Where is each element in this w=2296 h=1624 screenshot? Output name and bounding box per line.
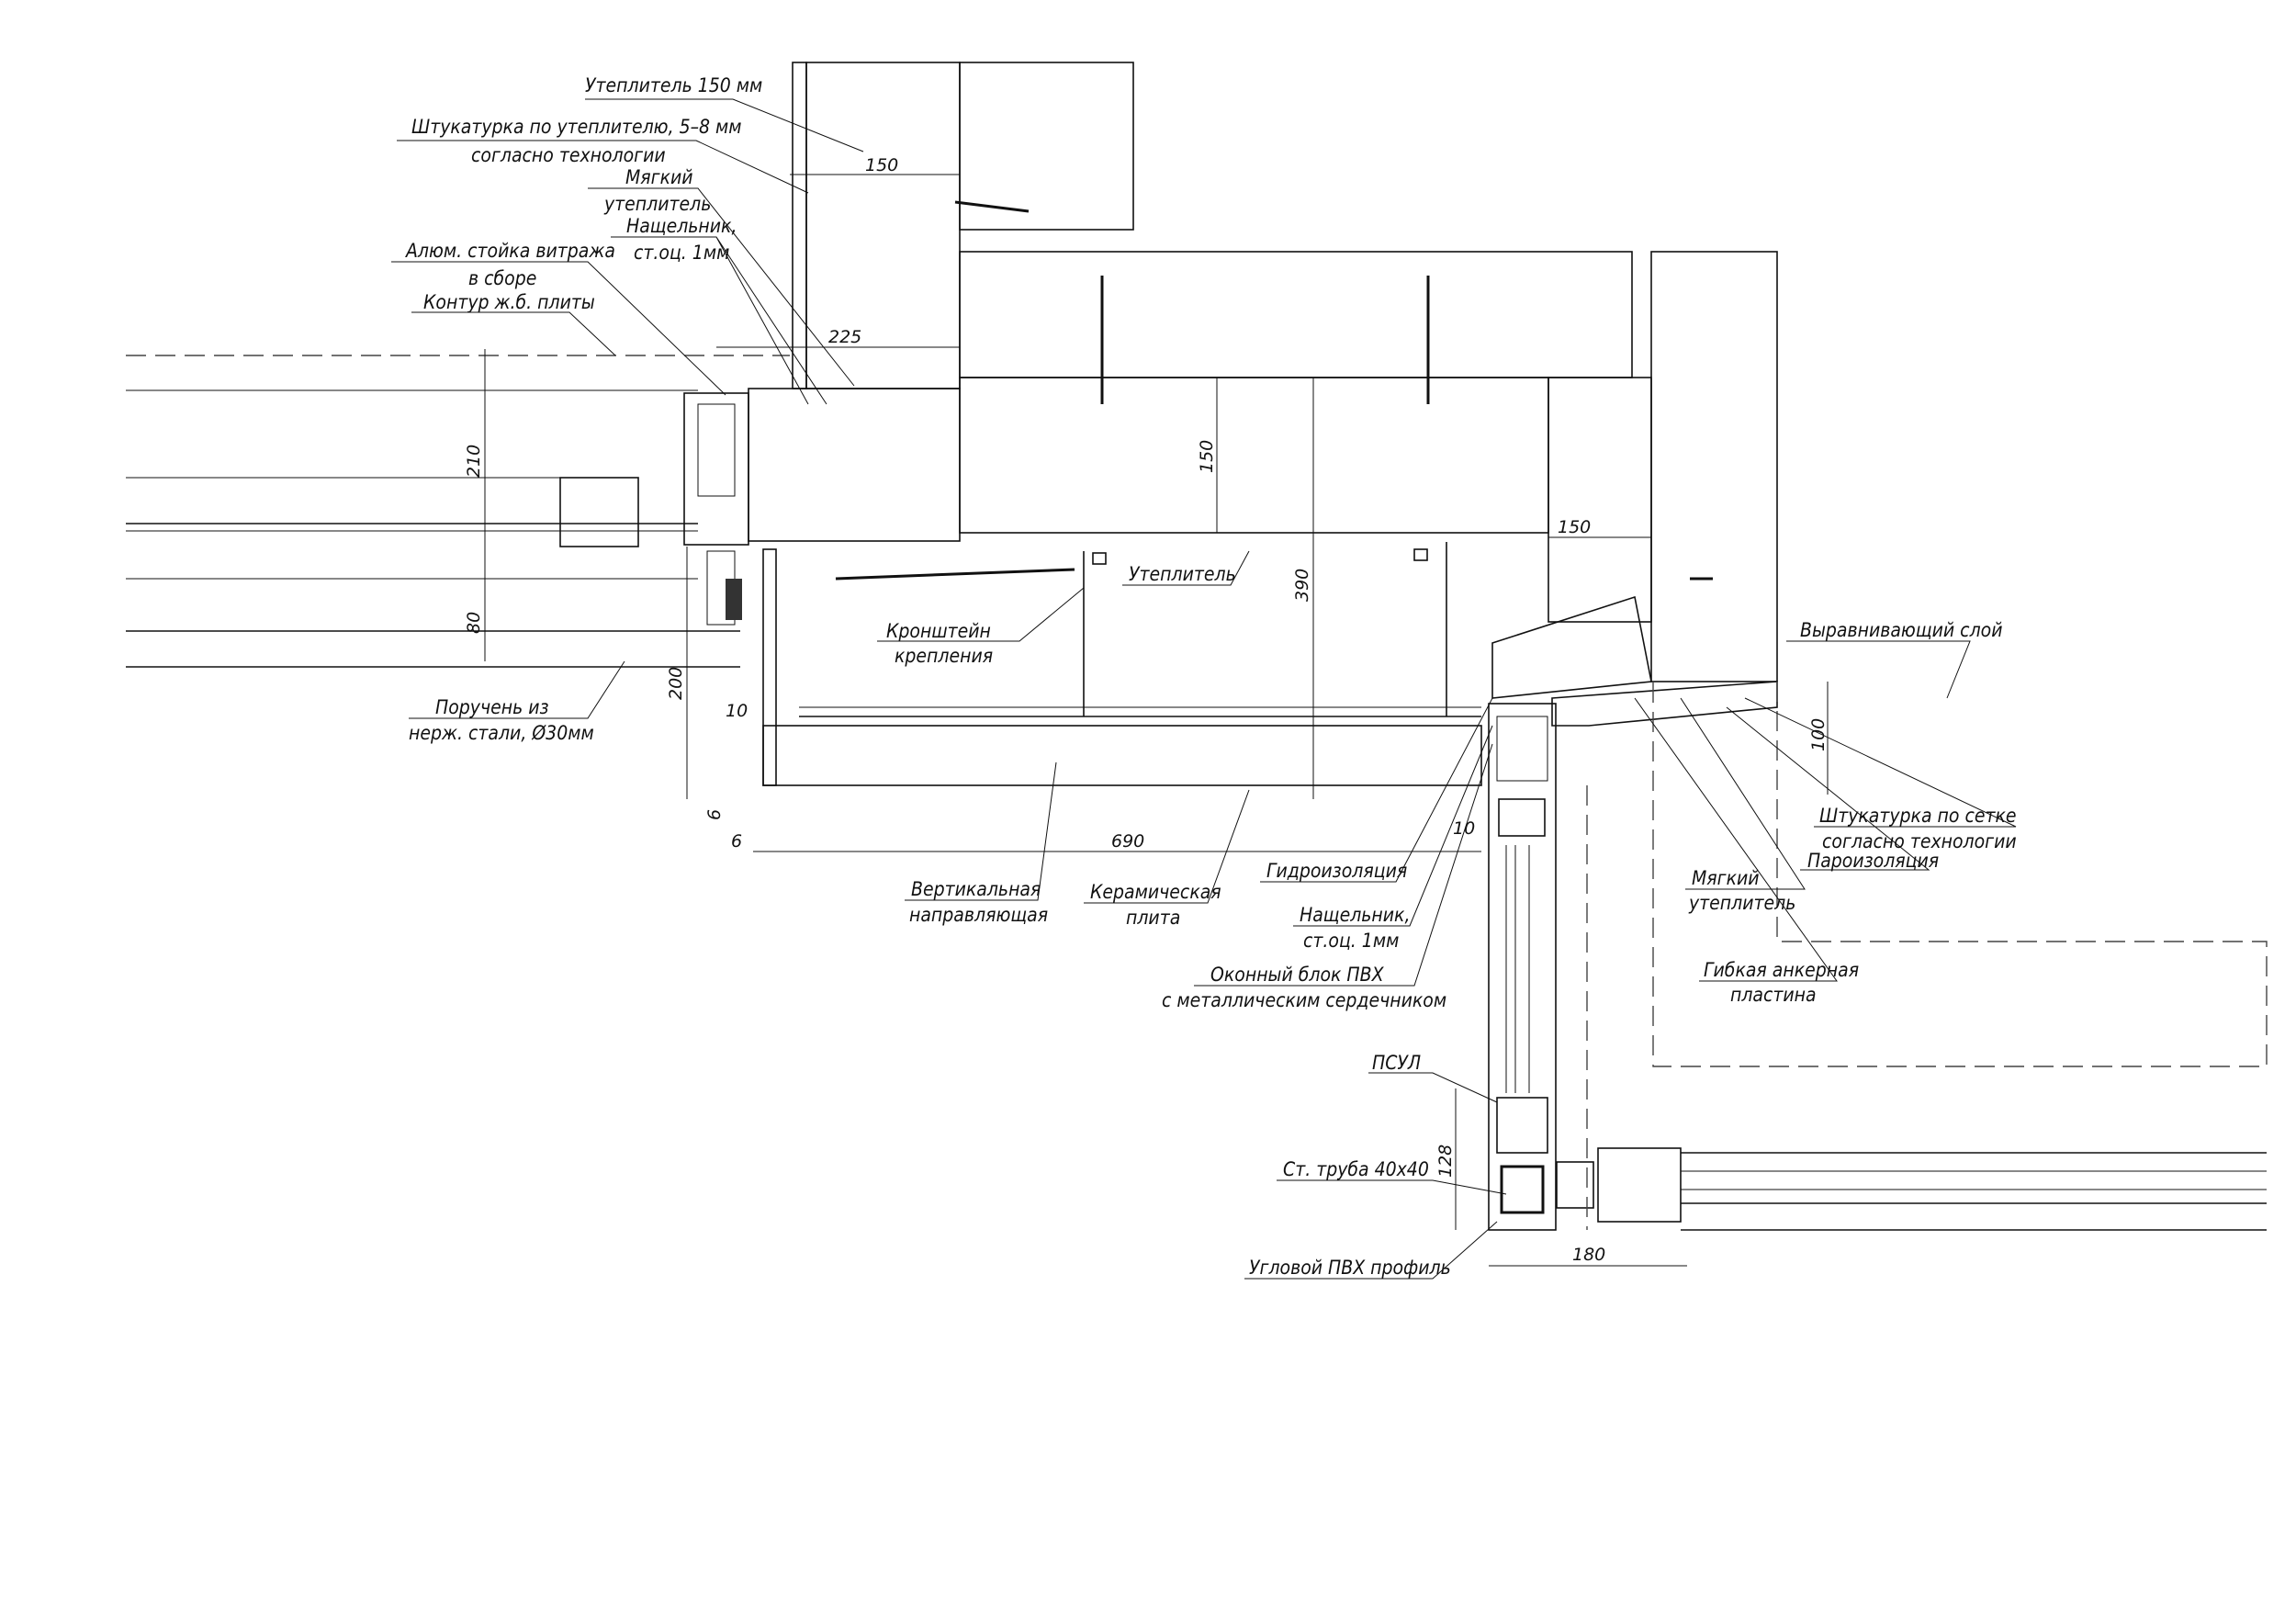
label-flashing-top-2: ст.оц. 1мм xyxy=(634,242,729,264)
label-plaster-mesh-2: согласно технологии xyxy=(1822,830,2017,852)
dim-6-b: 6 xyxy=(731,831,742,851)
label-soft-insulation: Мягкий xyxy=(1692,867,1760,889)
label-vertical-rail-2: направляющая xyxy=(909,904,1048,926)
label-anchor-plate-2: пластина xyxy=(1730,984,1817,1006)
label-steel-tube: Ст. труба 40х40 xyxy=(1283,1158,1429,1180)
label-ceramic: Керамическая xyxy=(1090,881,1221,903)
label-bracket: Кронштейн xyxy=(886,620,991,642)
dim-150-mid: 150 xyxy=(1197,440,1217,473)
dimension-lines xyxy=(484,174,1829,1267)
label-corner-profile: Угловой ПВХ профиль xyxy=(1249,1257,1451,1279)
label-bracket-2: крепления xyxy=(895,645,993,667)
dim-100: 100 xyxy=(1808,718,1829,751)
label-flashing-top: Нащельник, xyxy=(626,215,737,237)
label-insulation-150: Утеплитель 150 мм xyxy=(585,74,762,96)
label-plaster-mesh: Штукатурка по сетке xyxy=(1819,805,2017,827)
label-alu-post: Алюм. стойка витража xyxy=(405,240,615,262)
label-anchor-plate: Гибкая анкерная xyxy=(1704,959,1859,981)
label-waterproofing: Гидроизоляция xyxy=(1266,860,1407,882)
label-vapor-barrier: Пароизоляция xyxy=(1807,850,1939,872)
label-plaster-insulation: Штукатурка по утеплителю, 5–8 мм xyxy=(411,116,742,138)
callout-labels: Утеплитель 150 мм Штукатурка по утеплите… xyxy=(405,74,2017,1279)
label-handrail: Поручень из xyxy=(435,696,549,718)
slab-contour-dashed xyxy=(126,355,2268,1230)
label-plaster-insulation-2: согласно технологии xyxy=(471,144,666,166)
dim-150-right: 150 xyxy=(1558,517,1591,537)
dim-200: 200 xyxy=(666,667,686,700)
dim-225: 225 xyxy=(828,327,861,347)
dim-10-right: 10 xyxy=(1453,818,1475,839)
label-soft-insulation-top: Мягкий xyxy=(625,166,693,188)
label-soft-insulation-top-2: утеплитель xyxy=(603,193,711,215)
label-flashing: Нащельник, xyxy=(1300,904,1410,926)
label-window-block: Оконный блок ПВХ xyxy=(1210,964,1385,986)
label-alu-post-2: в сборе xyxy=(468,267,536,289)
label-insulation: Утеплитель xyxy=(1129,563,1236,585)
dim-210: 210 xyxy=(464,445,484,478)
facade-substructure xyxy=(762,200,1713,786)
label-handrail-2: нерж. стали, Ø30мм xyxy=(409,722,594,744)
aluminum-curtain-wall xyxy=(126,389,749,668)
dim-6-a: 6 xyxy=(704,809,725,820)
label-leveling-layer: Выравнивающий слой xyxy=(1800,619,2002,641)
label-flashing-2: ст.оц. 1мм xyxy=(1303,930,1399,952)
leader-lines xyxy=(391,98,2017,1280)
dim-390: 390 xyxy=(1292,569,1312,602)
label-soft-insulation-2: утеплитель xyxy=(1688,892,1795,914)
dim-10-left: 10 xyxy=(726,701,748,721)
dim-690: 690 xyxy=(1111,831,1144,851)
dim-180: 180 xyxy=(1572,1245,1605,1265)
label-vertical-rail: Вертикальная xyxy=(911,878,1041,900)
label-ceramic-2: плита xyxy=(1126,907,1180,929)
label-slab-contour: Контур ж.б. плиты xyxy=(423,291,595,313)
pvc-window-block xyxy=(1488,703,2267,1231)
label-psul: ПСУЛ xyxy=(1372,1052,1421,1074)
label-window-block-2: с металлическим сердечником xyxy=(1162,989,1446,1011)
insulation-layers xyxy=(748,62,1778,727)
dim-128: 128 xyxy=(1435,1145,1456,1178)
dim-80: 80 xyxy=(464,612,484,634)
dim-150-top: 150 xyxy=(865,155,898,175)
dimension-values: 150 225 210 80 200 10 6 6 690 150 390 15… xyxy=(464,155,1829,1265)
